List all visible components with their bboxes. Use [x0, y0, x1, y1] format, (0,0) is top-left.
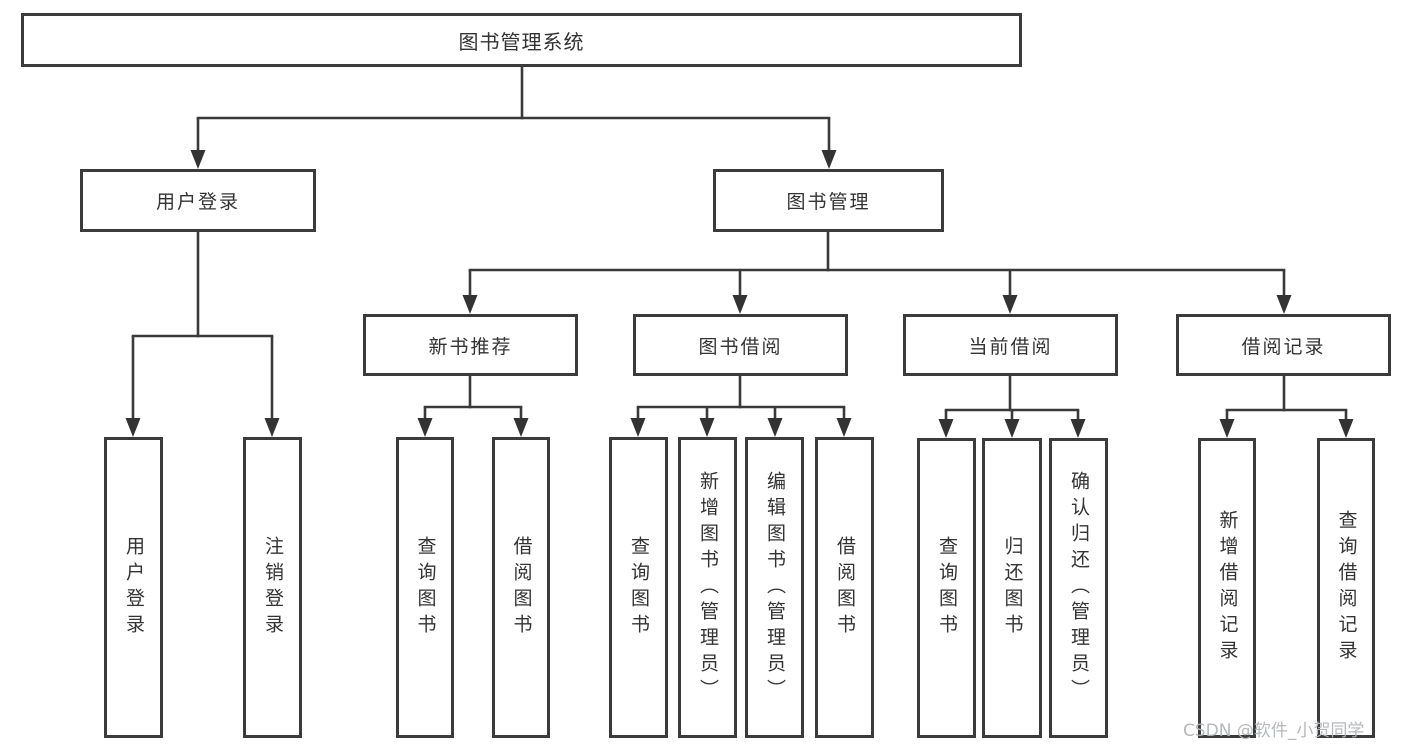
leaf-label: 归还图书 [1001, 536, 1024, 640]
leaf-query-books-borrow: 查询图书 [609, 437, 668, 738]
leaf-label: 编辑图书（管理员） [764, 470, 786, 705]
leaf-query-books-current: 查询图书 [917, 438, 976, 738]
node-label: 借阅记录 [1241, 335, 1326, 358]
node-label: 图书借阅 [698, 335, 783, 358]
node-book-management: 图书管理 [713, 169, 944, 232]
node-current-borrow: 当前借阅 [903, 314, 1118, 376]
leaf-label: 确认归还（管理员） [1068, 471, 1090, 705]
node-new-book-recommend: 新书推荐 [363, 314, 578, 376]
leaf-label: 新增借阅记录 [1216, 510, 1239, 666]
leaf-label: 借阅图书 [834, 535, 856, 640]
leaf-label: 查询图书 [414, 535, 437, 640]
leaf-edit-books-admin: 编辑图书（管理员） [745, 437, 804, 738]
leaf-label: 用户登录 [123, 535, 145, 640]
node-borrow-records: 借阅记录 [1176, 314, 1391, 376]
node-label: 当前借阅 [968, 335, 1053, 358]
node-label: 图书管理系统 [458, 29, 585, 54]
node-label: 新书推荐 [428, 335, 513, 358]
node-label: 用户登录 [155, 191, 240, 213]
leaf-label: 查询借阅记录 [1335, 510, 1358, 666]
leaf-return-books: 归还图书 [982, 438, 1042, 738]
leaf-label: 查询图书 [936, 536, 958, 640]
leaf-label: 借阅图书 [510, 535, 533, 640]
leaf-add-books-admin: 新增图书（管理员） [678, 437, 737, 738]
leaf-logout-login: 注销登录 [243, 437, 302, 738]
leaf-query-books-recommend: 查询图书 [396, 437, 454, 738]
leaf-label: 查询图书 [628, 535, 650, 640]
leaf-label: 注销登录 [262, 535, 284, 640]
leaf-query-borrow-record: 查询借阅记录 [1317, 438, 1375, 738]
leaf-borrow-books-recommend: 借阅图书 [492, 437, 550, 738]
leaf-label: 新增图书（管理员） [697, 470, 719, 705]
leaf-user-login: 用户登录 [104, 437, 163, 738]
leaf-borrow-books: 借阅图书 [815, 437, 874, 738]
csdn-watermark: CSDN @软件_小贺同学 [1183, 721, 1365, 741]
leaf-confirm-return-admin: 确认归还（管理员） [1049, 438, 1108, 738]
node-user-login: 用户登录 [80, 169, 316, 232]
leaf-add-borrow-record: 新增借阅记录 [1198, 438, 1256, 738]
node-library-management-system: 图书管理系统 [21, 13, 1022, 67]
node-label: 图书管理 [786, 191, 871, 213]
node-book-borrow: 图书借阅 [633, 314, 848, 376]
